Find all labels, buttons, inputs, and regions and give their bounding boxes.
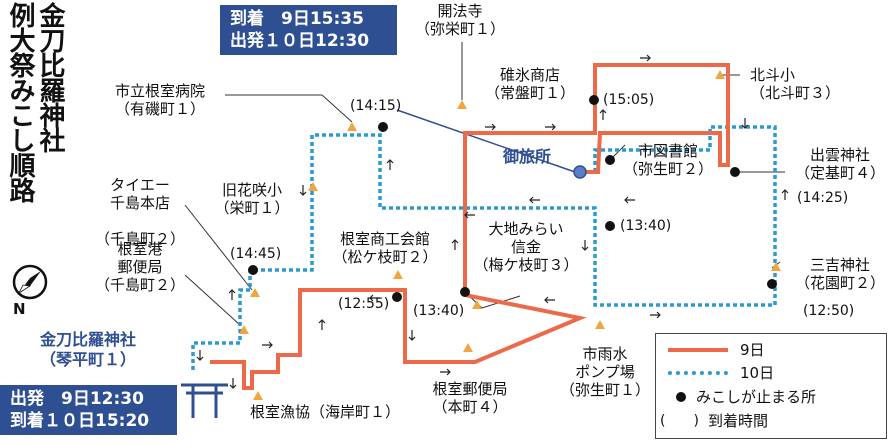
marker-taiei (250, 288, 260, 297)
shrine-name: 金刀比羅神社 (39, 330, 136, 349)
departure-info-box: 出発 9日12:30 到着１０日15:20 (0, 385, 177, 435)
marker-kaihoji (457, 100, 467, 109)
place-sumiyoshi: 三吉神社 （花園町２） (794, 256, 886, 292)
marker-postmain (463, 343, 473, 352)
place-izumo: 出雲神社 （定基町４） (794, 146, 886, 182)
marker-postport (239, 325, 249, 334)
arrival-line-2: 出発１０日12:30 (230, 31, 370, 51)
route-day9 (210, 63, 730, 390)
place-pump: 市雨水 ポンプ場 （弥生町１） (559, 345, 651, 399)
legend-arrival: ( ) 到着時間 (660, 412, 769, 430)
route-day10 (191, 125, 777, 370)
otabisho-marker (573, 165, 587, 179)
leader-taiei (184, 204, 253, 291)
time-1255: (12:55) (338, 296, 390, 312)
place-fishery: 根室漁協（海岸町１） (250, 403, 401, 421)
time-1415: (14:15) (350, 98, 402, 114)
marker-hospital (347, 122, 357, 131)
time-1505: (15:05) (603, 92, 655, 108)
place-taiei: タイエー 千島本店 （千島町２） (94, 176, 186, 248)
stop-dot-1340-west (460, 287, 470, 297)
legend-day10: 10日 (656, 362, 886, 384)
stop-dot-library (605, 155, 615, 165)
compass: N (10, 262, 50, 322)
stop-dot-1445 (248, 265, 258, 275)
compass-north: N (13, 300, 26, 318)
legend: 9日 10日 みこしが止まる所 ( ) 到着時間 (655, 333, 887, 439)
legend-day9: 9日 (656, 339, 886, 361)
shrine-label: 金刀比羅神社 （琴平町１） (8, 330, 168, 370)
time-1445: (14:45) (230, 246, 282, 262)
departure-line-1: 出発 9日12:30 (10, 389, 144, 409)
place-hospital: 市立根室病院 （有磯町１） (114, 82, 206, 118)
arrival-line-1: 到着 9日15:35 (230, 9, 364, 29)
legend-day9-swatch (668, 348, 728, 352)
stop-dot-1425 (730, 167, 740, 177)
stop-dots (248, 95, 777, 302)
landmark-markers (239, 70, 781, 400)
place-library: 市図書館 （弥生町２） (622, 142, 714, 178)
place-daichi: 大地みらい 信金 （梅ケ枝町３） (473, 220, 579, 274)
departure-line-2: 到着１０日15:20 (10, 411, 150, 431)
marker-pump (595, 320, 605, 329)
stop-dot-1250 (767, 279, 777, 289)
marker-hanasaki (308, 182, 318, 191)
stop-dot-1505 (589, 95, 599, 105)
title-line-1: 金刀比羅神社 (35, 2, 65, 152)
marker-fishery (253, 391, 263, 400)
compass-icon (12, 264, 48, 300)
otabisho-label: 御旅所 (503, 147, 552, 166)
arrival-info-box: 到着 9日15:35 出発１０日12:30 (220, 5, 397, 55)
legend-day10-swatch (668, 371, 728, 375)
legend-stop-dot (676, 392, 686, 402)
marker-sumiyoshi (771, 262, 781, 271)
leader-lines (184, 42, 785, 326)
time-1340-west: (13:40) (413, 303, 465, 319)
place-kaihoji: 開法寺 （弥栄町１） (414, 2, 506, 38)
place-postport: 根室港 郵便局 （千島町２） (94, 240, 186, 294)
leader-arrival (396, 109, 576, 173)
time-1425: (14:25) (797, 190, 849, 206)
time-1250: (12:50) (803, 303, 855, 319)
place-hanasaki: 旧花咲小 （栄町１） (214, 181, 290, 217)
leader-postport (184, 274, 241, 326)
place-hokuto: 北斗小 （北斗町３） (750, 66, 841, 102)
title-line-2: 例大祭みこし順路 (5, 2, 35, 202)
shrine-area: （琴平町１） (39, 350, 136, 369)
place-usui: 碓氷商店 （常盤町１） (484, 66, 576, 102)
place-postmain: 根室郵便局 （本町４） (432, 380, 508, 416)
leader-hospital-b (321, 94, 353, 123)
legend-stop: みこしが止まる所 (656, 386, 886, 408)
stop-dot-1340-east (605, 221, 615, 231)
marker-daichi (472, 300, 482, 309)
stop-dot-1255 (392, 292, 402, 302)
torii-icon (181, 383, 228, 418)
time-1340-east: (13:40) (620, 218, 672, 234)
marker-hokuto (715, 70, 725, 79)
marker-chamber (393, 270, 403, 279)
direction-arrows (196, 54, 789, 389)
place-chamber: 根室商工会館 （松ケ枝町２） (332, 230, 438, 266)
stop-dot-1415 (378, 122, 388, 132)
